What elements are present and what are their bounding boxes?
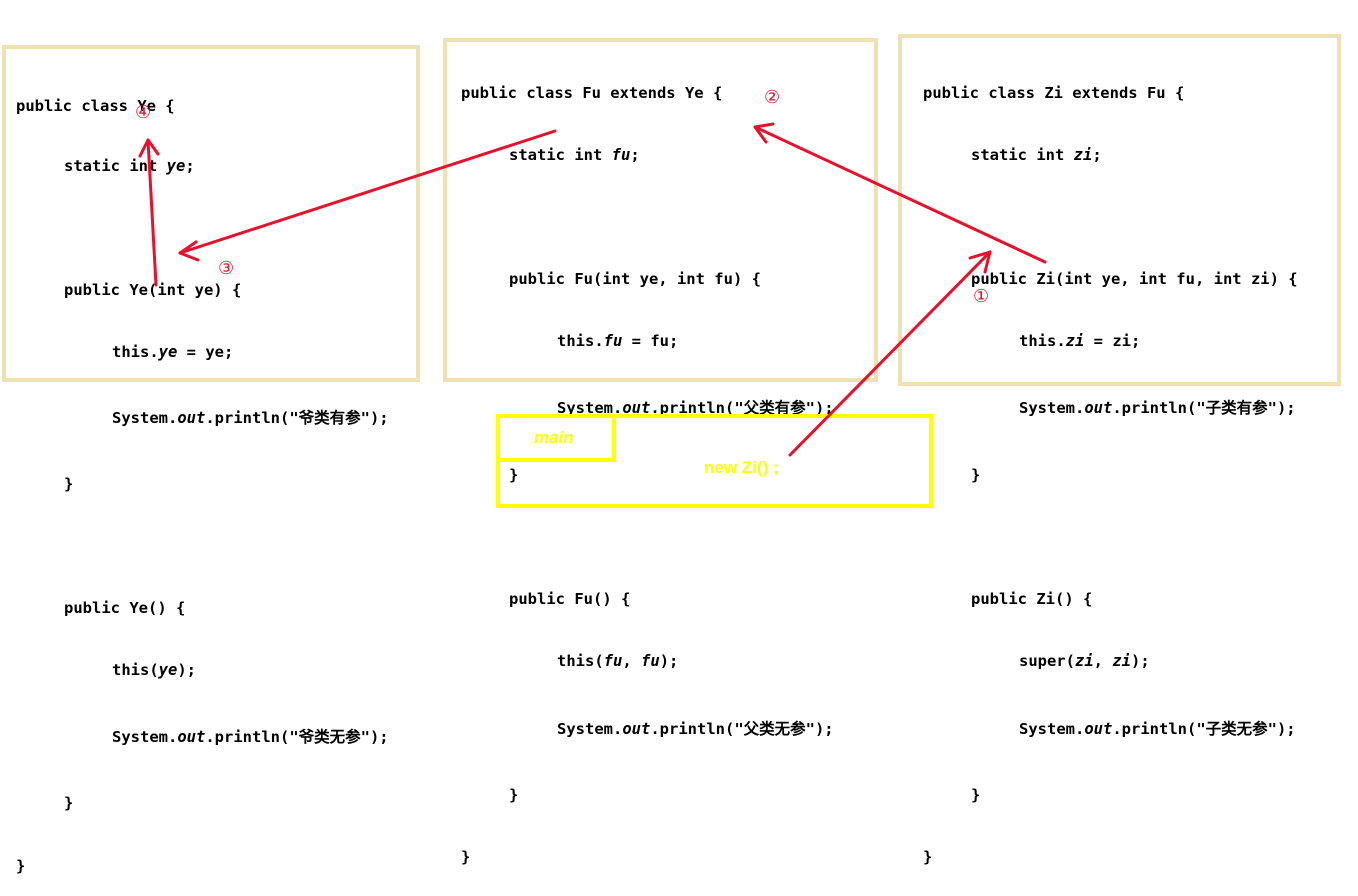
ye-line-5-b: out (177, 409, 206, 427)
zi-line-2: static int zi; (971, 145, 1298, 165)
zi-line-8-d: zi (1112, 652, 1132, 670)
ye-line-11: } (16, 857, 26, 875)
ye-line-9-a: System. (112, 728, 178, 746)
zi-line-8-a: super( (1019, 652, 1075, 670)
ye-line-4-b: ye (158, 343, 178, 361)
zi-line-1: public class Zi extends Fu { (923, 84, 1185, 102)
fu-line-8-e: ); (659, 652, 679, 670)
flow-arrows (138, 122, 1047, 457)
fu-line-9-b: out (622, 720, 651, 738)
zi-line-5: System.out.println("子类有参"); (1019, 398, 1298, 418)
zi-line-4-c: = zi; (1084, 332, 1141, 350)
arrow-main-to-zi-head (968, 250, 992, 274)
zi-line-7: public Zi() { (971, 590, 1093, 608)
fu-line-9: System.out.println("父类无参"); (557, 719, 834, 739)
fu-line-4-c: = fu; (622, 332, 679, 350)
zi-line-9-a: System. (1019, 720, 1085, 738)
ye-line-10: } (64, 794, 74, 812)
step-4-marker: ④ (135, 102, 152, 123)
fu-line-10: } (509, 786, 519, 804)
step-1-marker: ① (973, 286, 990, 307)
ye-line-8-b: ye (158, 661, 178, 679)
ye-line-7: public Ye() { (64, 599, 186, 617)
ye-line-9: System.out.println("爷类无参"); (112, 727, 389, 747)
fu-line-2-c: ; (630, 146, 640, 164)
arrow-ye-to-ye-param-head (138, 138, 160, 158)
step-3-marker: ③ (218, 258, 235, 279)
arrow-fu-to-ye (178, 129, 557, 255)
ye-line-2-b: ye (166, 157, 186, 175)
fu-class-box (443, 38, 878, 382)
main-tab-label: main (500, 418, 616, 462)
ye-line-4: this.ye = ye; (112, 342, 389, 362)
fu-line-8-b: fu (603, 652, 623, 670)
zi-class-box (898, 34, 1341, 386)
arrow-zi-to-fu (753, 125, 1047, 264)
fu-line-4: this.fu = fu; (557, 331, 834, 351)
ye-line-8: this(ye); (112, 660, 389, 680)
main-box: main new Zi() ; (496, 414, 933, 508)
zi-line-10: } (971, 786, 981, 804)
fu-line-4-a: this. (557, 332, 604, 350)
fu-line-8: this(fu, fu); (557, 651, 834, 671)
zi-line-9-c: .println("子类无参"); (1112, 720, 1296, 738)
fu-line-1: public class Fu extends Ye { (461, 84, 723, 102)
zi-line-2-b: zi (1073, 146, 1093, 164)
fu-line-5-b: out (622, 399, 651, 417)
fu-line-8-a: this( (557, 652, 604, 670)
ye-line-6: } (64, 475, 74, 493)
step-2-marker: ② (764, 87, 781, 108)
fu-line-5-c: .println("父类有参"); (650, 399, 834, 417)
zi-line-2-c: ; (1092, 146, 1102, 164)
fu-line-5: System.out.println("父类有参"); (557, 398, 834, 418)
ye-line-5-a: System. (112, 409, 178, 427)
zi-line-8-b: zi (1075, 652, 1094, 670)
ye-line-5-c: .println("爷类有参"); (205, 409, 389, 427)
zi-line-9-b: out (1084, 720, 1113, 738)
zi-line-8: super(zi, zi); (1019, 651, 1298, 671)
main-call-text: new Zi() ; (704, 458, 779, 477)
fu-line-11: } (461, 848, 471, 866)
fu-line-2-b: fu (611, 146, 631, 164)
ye-line-2-c: ; (185, 157, 195, 175)
fu-line-9-c: .println("父类无参"); (650, 720, 834, 738)
ye-line-9-b: out (177, 728, 206, 746)
ye-line-5: System.out.println("爷类有参"); (112, 408, 389, 428)
zi-line-11: } (923, 848, 933, 866)
arrow-fu-to-ye-head (178, 240, 200, 262)
fu-line-7: public Fu() { (509, 590, 631, 608)
ye-line-9-c: .println("爷类无参"); (205, 728, 389, 746)
ye-line-4-a: this. (112, 343, 159, 361)
fu-line-5-a: System. (557, 399, 623, 417)
zi-line-8-c: , (1093, 652, 1113, 670)
fu-line-9-a: System. (557, 720, 623, 738)
zi-line-6: } (971, 466, 981, 484)
ye-line-4-c: = ye; (177, 343, 234, 361)
fu-line-3: public Fu(int ye, int fu) { (509, 270, 761, 288)
ye-line-3: public Ye(int ye) { (64, 281, 242, 299)
fu-line-6: } (509, 466, 519, 484)
zi-line-3: public Zi(int ye, int fu, int zi) { (971, 270, 1298, 288)
ye-class-box (2, 45, 420, 382)
zi-line-2-a: static int (971, 146, 1074, 164)
zi-line-4: this.zi = zi; (1019, 331, 1298, 351)
zi-line-5-a: System. (1019, 399, 1085, 417)
zi-line-4-a: this. (1019, 332, 1066, 350)
fu-line-8-c: , (622, 652, 642, 670)
ye-line-8-c: ); (177, 661, 197, 679)
zi-line-5-c: .println("子类有参"); (1112, 399, 1296, 417)
arrow-ye-to-ye-param (146, 138, 158, 287)
arrow-main-to-zi (788, 250, 992, 457)
zi-line-4-b: zi (1065, 332, 1085, 350)
ye-line-1: public class Ye { (16, 97, 175, 115)
fu-line-8-d: fu (641, 652, 660, 670)
zi-line-5-b: out (1084, 399, 1113, 417)
ye-line-8-a: this( (112, 661, 159, 679)
arrow-zi-to-fu-head (753, 122, 775, 144)
zi-line-8-e: ); (1131, 652, 1150, 670)
fu-line-4-b: fu (603, 332, 623, 350)
fu-line-2: static int fu; (509, 145, 834, 165)
zi-line-9: System.out.println("子类无参"); (1019, 719, 1298, 739)
fu-line-2-a: static int (509, 146, 612, 164)
